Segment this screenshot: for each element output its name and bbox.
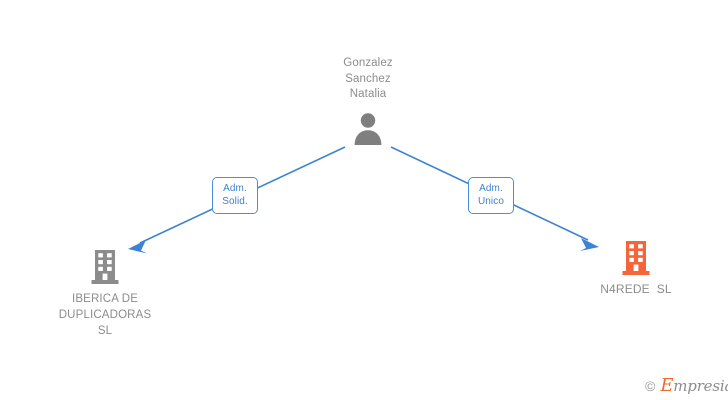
company-node-iberica[interactable]: IBERICA DE DUPLICADORAS SL — [44, 250, 166, 339]
company-node-n4rede[interactable]: N4REDE SL — [570, 241, 702, 297]
building-icon — [91, 250, 119, 284]
copyright-icon: © — [645, 378, 656, 394]
person-icon — [354, 112, 382, 145]
company-name-iberica: IBERICA DE DUPLICADORAS SL — [58, 293, 152, 337]
edge-n4rede-arrowhead — [580, 238, 599, 251]
person-node[interactable]: Gonzalez Sanchez Natalia — [304, 56, 432, 145]
brand-initial: E — [660, 375, 674, 396]
building-icon — [622, 241, 650, 275]
edge-label-adm-unico[interactable]: Adm. Unico — [468, 177, 514, 214]
edge-label-adm-solid[interactable]: Adm. Solid. — [212, 177, 258, 214]
brand-name: Empresia — [660, 377, 728, 395]
watermark: © Empresia — [645, 377, 728, 395]
company-name-n4rede: N4REDE SL — [600, 282, 672, 296]
brand-rest: mpresia — [673, 377, 728, 395]
edge-iberica-arrowhead — [128, 240, 147, 254]
person-name: Gonzalez Sanchez Natalia — [343, 57, 393, 100]
